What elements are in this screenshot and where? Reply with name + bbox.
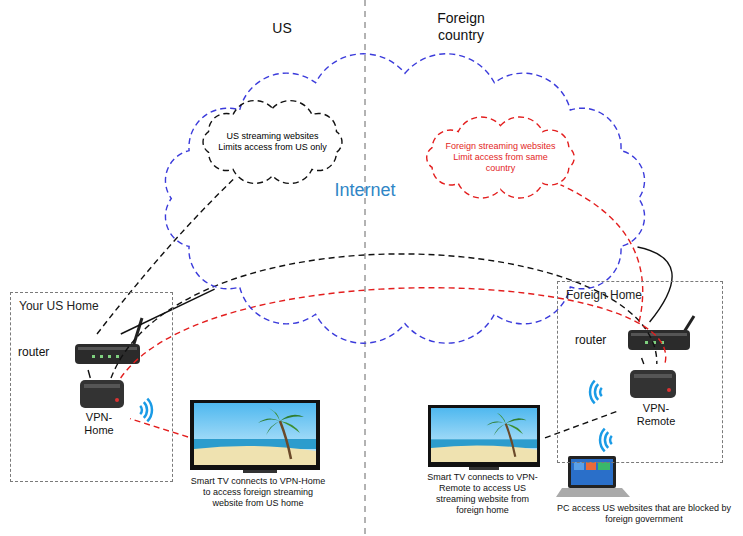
- smart-tv: Smart TV connects to VPN-Home to access …: [188, 398, 328, 520]
- region-title: Foreign country: [425, 10, 497, 44]
- wifi-symbol: [600, 429, 612, 452]
- website-cloud: Foreign streaming websites Limit access …: [418, 115, 583, 200]
- device-label: VPN-Home: [77, 411, 121, 438]
- link-line: [88, 370, 90, 378]
- wifi-symbol: [140, 399, 152, 422]
- cloud-label: Internet: [305, 180, 425, 202]
- region-label: Foreign Home: [558, 282, 722, 303]
- device-label: PC access US websites that are blocked b…: [549, 503, 739, 525]
- tv-icon: [428, 405, 540, 470]
- device-label: router: [18, 345, 49, 360]
- device-label: router: [575, 333, 606, 348]
- vpn-box-icon: [80, 380, 124, 408]
- router-icon: [628, 316, 694, 350]
- link-line: [638, 247, 673, 322]
- cloud-label: Foreign streaming websites Limit access …: [441, 141, 561, 174]
- region-label: Your US Home: [11, 293, 172, 314]
- border-divider: [365, 0, 366, 536]
- tunnel-line: [111, 254, 657, 378]
- tunnel-line: [130, 419, 188, 437]
- tunnel-line: [97, 179, 234, 334]
- router-icon: [75, 318, 142, 364]
- smart-tv: Smart TV connects to VPN-Remote to acces…: [420, 400, 545, 522]
- region-title: US: [262, 20, 302, 37]
- tunnel-line: [545, 411, 618, 438]
- device-label: Smart TV connects to VPN-Home to access …: [190, 476, 326, 509]
- link-line: [642, 358, 644, 364]
- device-label: VPN-Remote: [631, 402, 681, 429]
- wifi-symbol: [590, 381, 602, 404]
- tv-icon: [190, 400, 320, 473]
- home-region: Your US Home routerVPN-Home: [10, 292, 173, 482]
- cloud-shape: [203, 101, 342, 184]
- vpn-device: VPN-Home: [68, 378, 130, 440]
- vpn-device: VPN-Remote: [618, 364, 694, 430]
- router-device: router: [18, 334, 148, 370]
- router-device: router: [575, 322, 695, 358]
- link-line: [121, 289, 215, 334]
- home-region: Foreign Home routerVPN-Remote: [557, 281, 723, 463]
- device-label: Smart TV connects to VPN-Remote to acces…: [422, 472, 544, 516]
- website-cloud: US streaming websites Limits access from…: [195, 98, 350, 186]
- cloud-label: US streaming websites Limits access from…: [214, 131, 332, 153]
- laptop-pc: PC access US websites that are blocked b…: [548, 452, 740, 534]
- cloud-shape: [427, 117, 575, 198]
- vpn-box-icon: [630, 370, 676, 398]
